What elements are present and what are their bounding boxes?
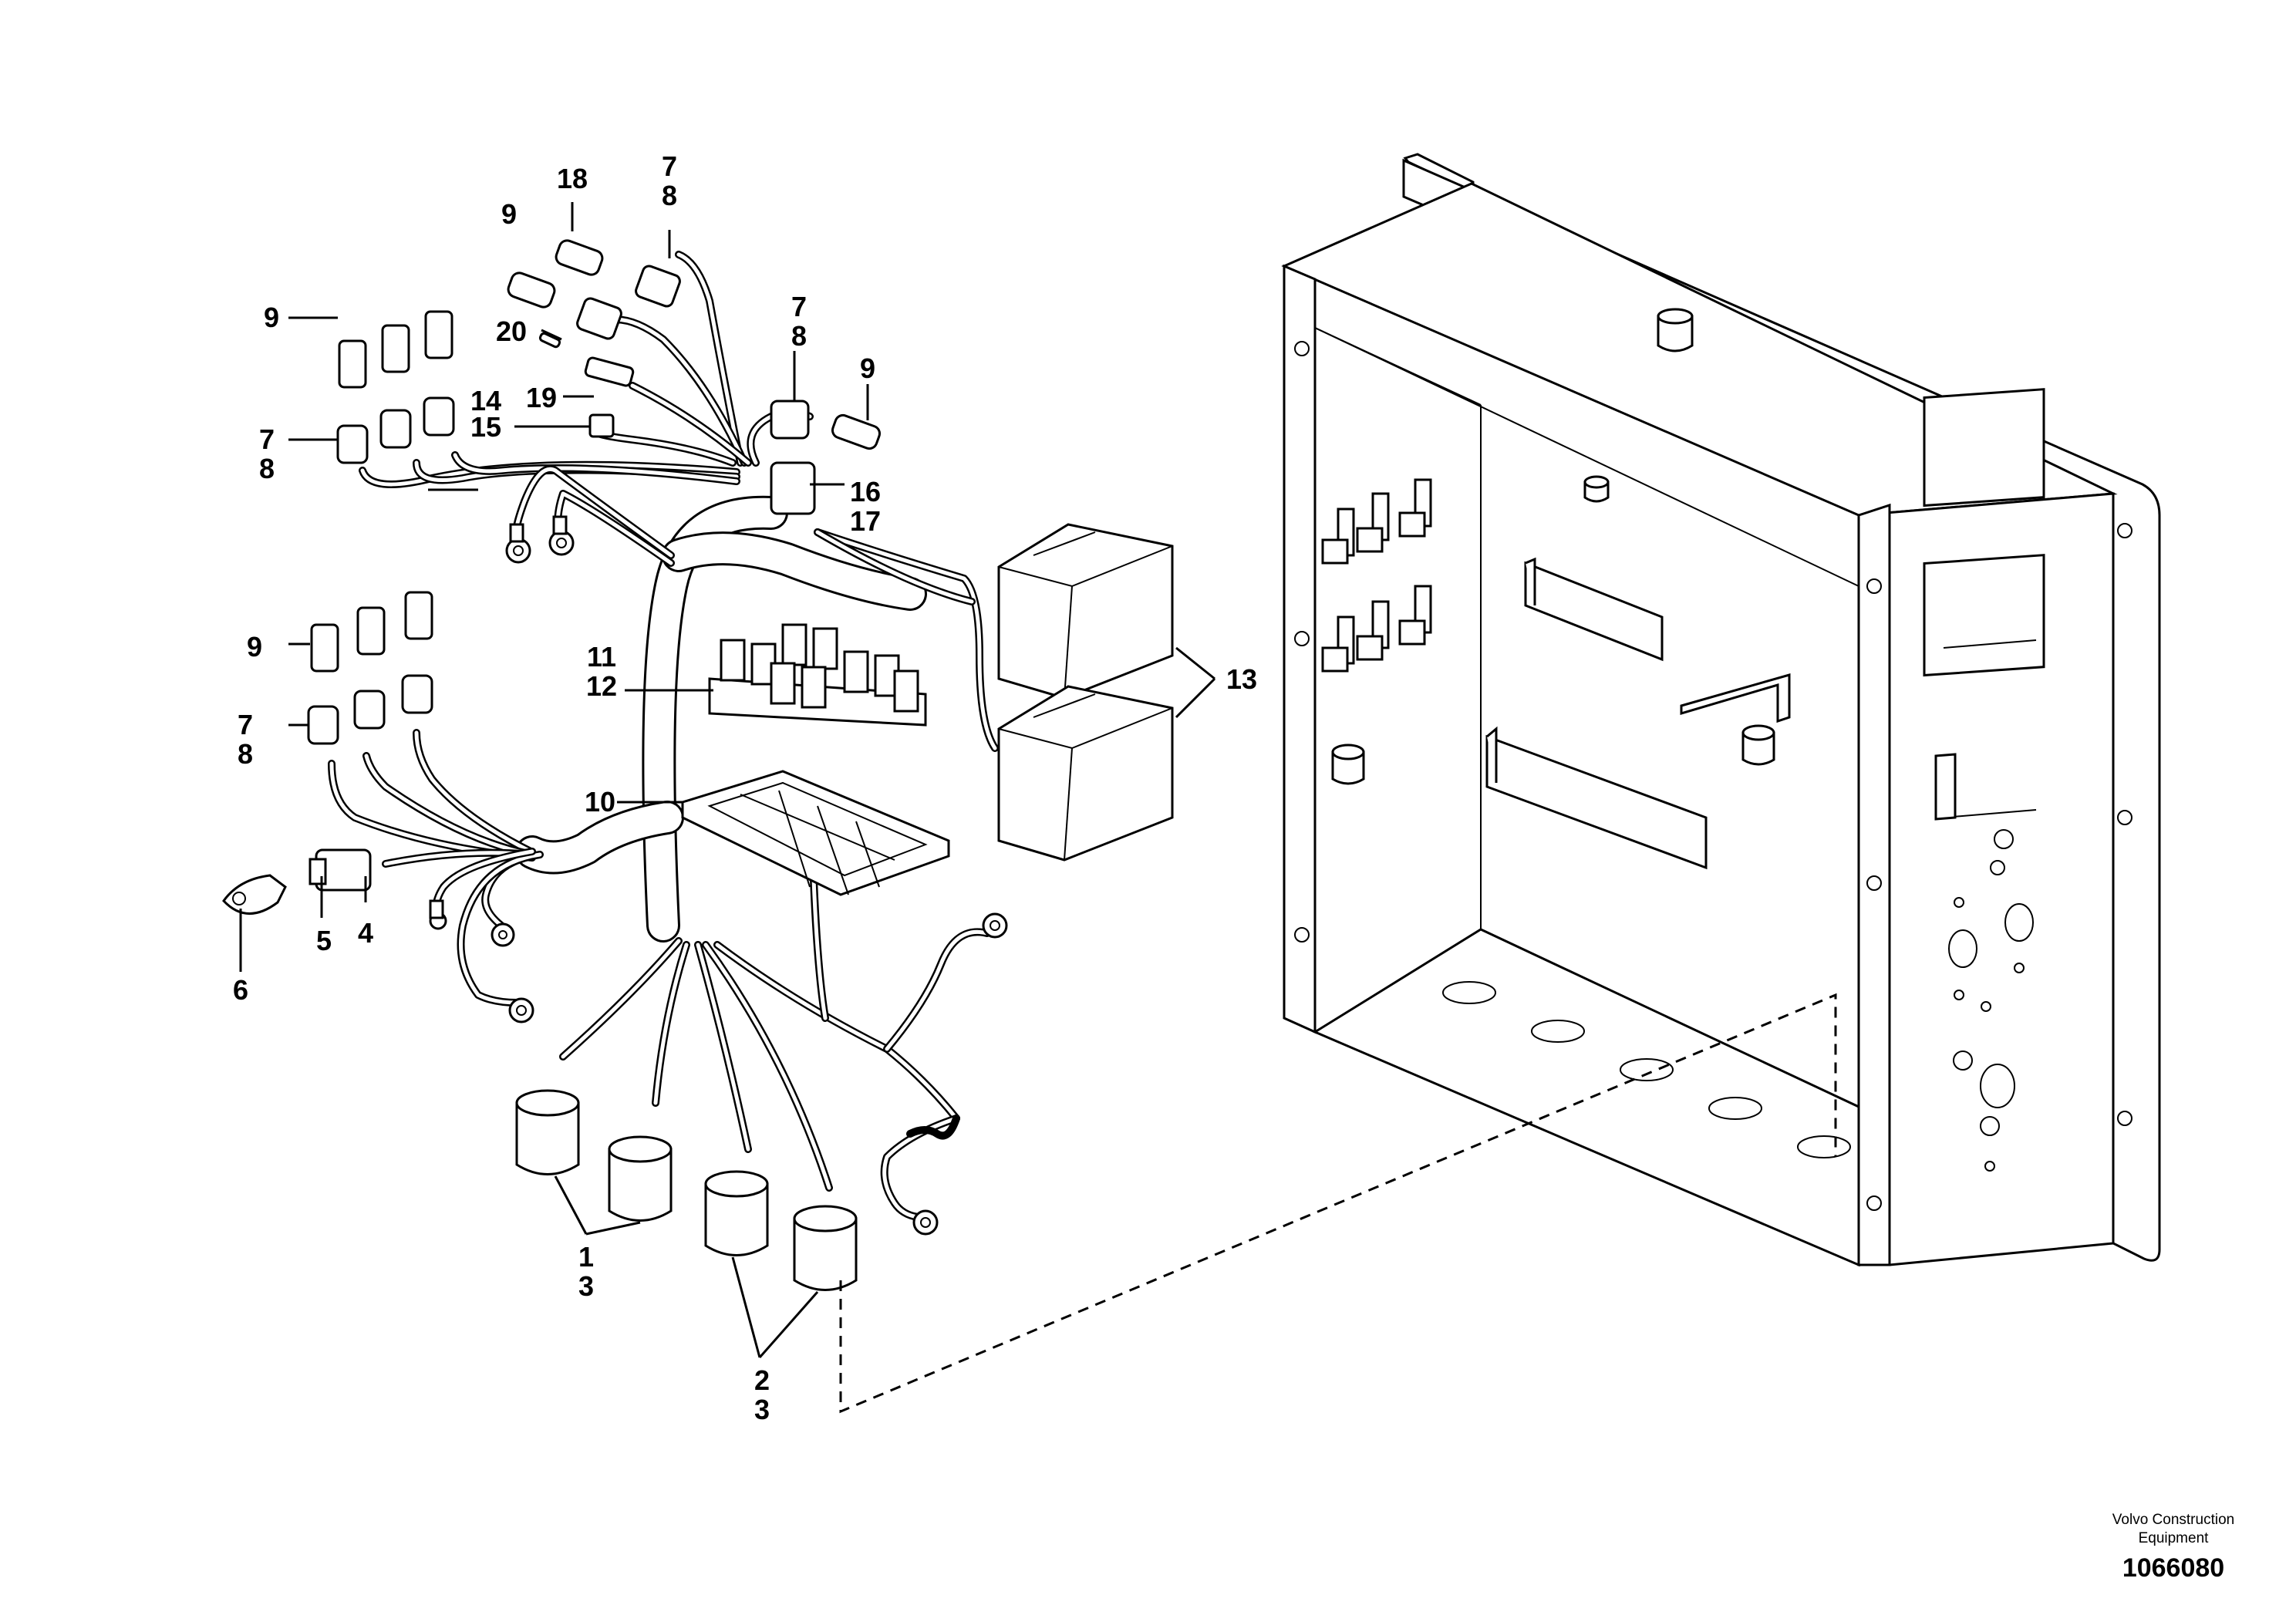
callout-4: 4 bbox=[358, 917, 373, 949]
terminal-tabs bbox=[1321, 478, 1432, 673]
installation-line bbox=[839, 993, 1837, 1414]
connectors-top bbox=[507, 239, 882, 515]
connector-lower-left bbox=[222, 848, 372, 915]
grommets bbox=[515, 1089, 858, 1291]
relay-units bbox=[997, 523, 1174, 862]
connectors-middle-left bbox=[307, 591, 433, 745]
callout-15: 15 bbox=[470, 411, 501, 443]
callout-13: 13 bbox=[1226, 663, 1257, 695]
ring-terminals bbox=[429, 515, 1008, 1236]
credit-line-2: Equipment bbox=[2139, 1530, 2210, 1546]
callout-9-top: 9 bbox=[501, 198, 517, 230]
callout-9-upper-left: 9 bbox=[264, 302, 279, 333]
fuse-holder bbox=[708, 623, 927, 727]
callout-10: 10 bbox=[585, 786, 615, 818]
callout-9-middle-left: 9 bbox=[247, 631, 262, 663]
callout-5: 5 bbox=[316, 925, 332, 956]
credit-block: Volvo Construction Equipment 1066080 bbox=[2112, 1512, 2234, 1583]
document-number: 1066080 bbox=[2122, 1553, 2224, 1583]
callout-20: 20 bbox=[496, 315, 527, 347]
leader-lines bbox=[239, 202, 1216, 1358]
connectors-upper-left bbox=[336, 310, 455, 464]
credit-line-1: Volvo Construction bbox=[2112, 1512, 2234, 1528]
callout-9-right: 9 bbox=[860, 352, 875, 384]
callout-6: 6 bbox=[233, 974, 248, 1006]
callout-19: 19 bbox=[526, 382, 557, 413]
electrical-box bbox=[1281, 153, 2161, 1267]
callout-18: 18 bbox=[557, 163, 588, 194]
fuse-box-base bbox=[681, 770, 950, 896]
callout-14: 14 bbox=[470, 385, 501, 416]
